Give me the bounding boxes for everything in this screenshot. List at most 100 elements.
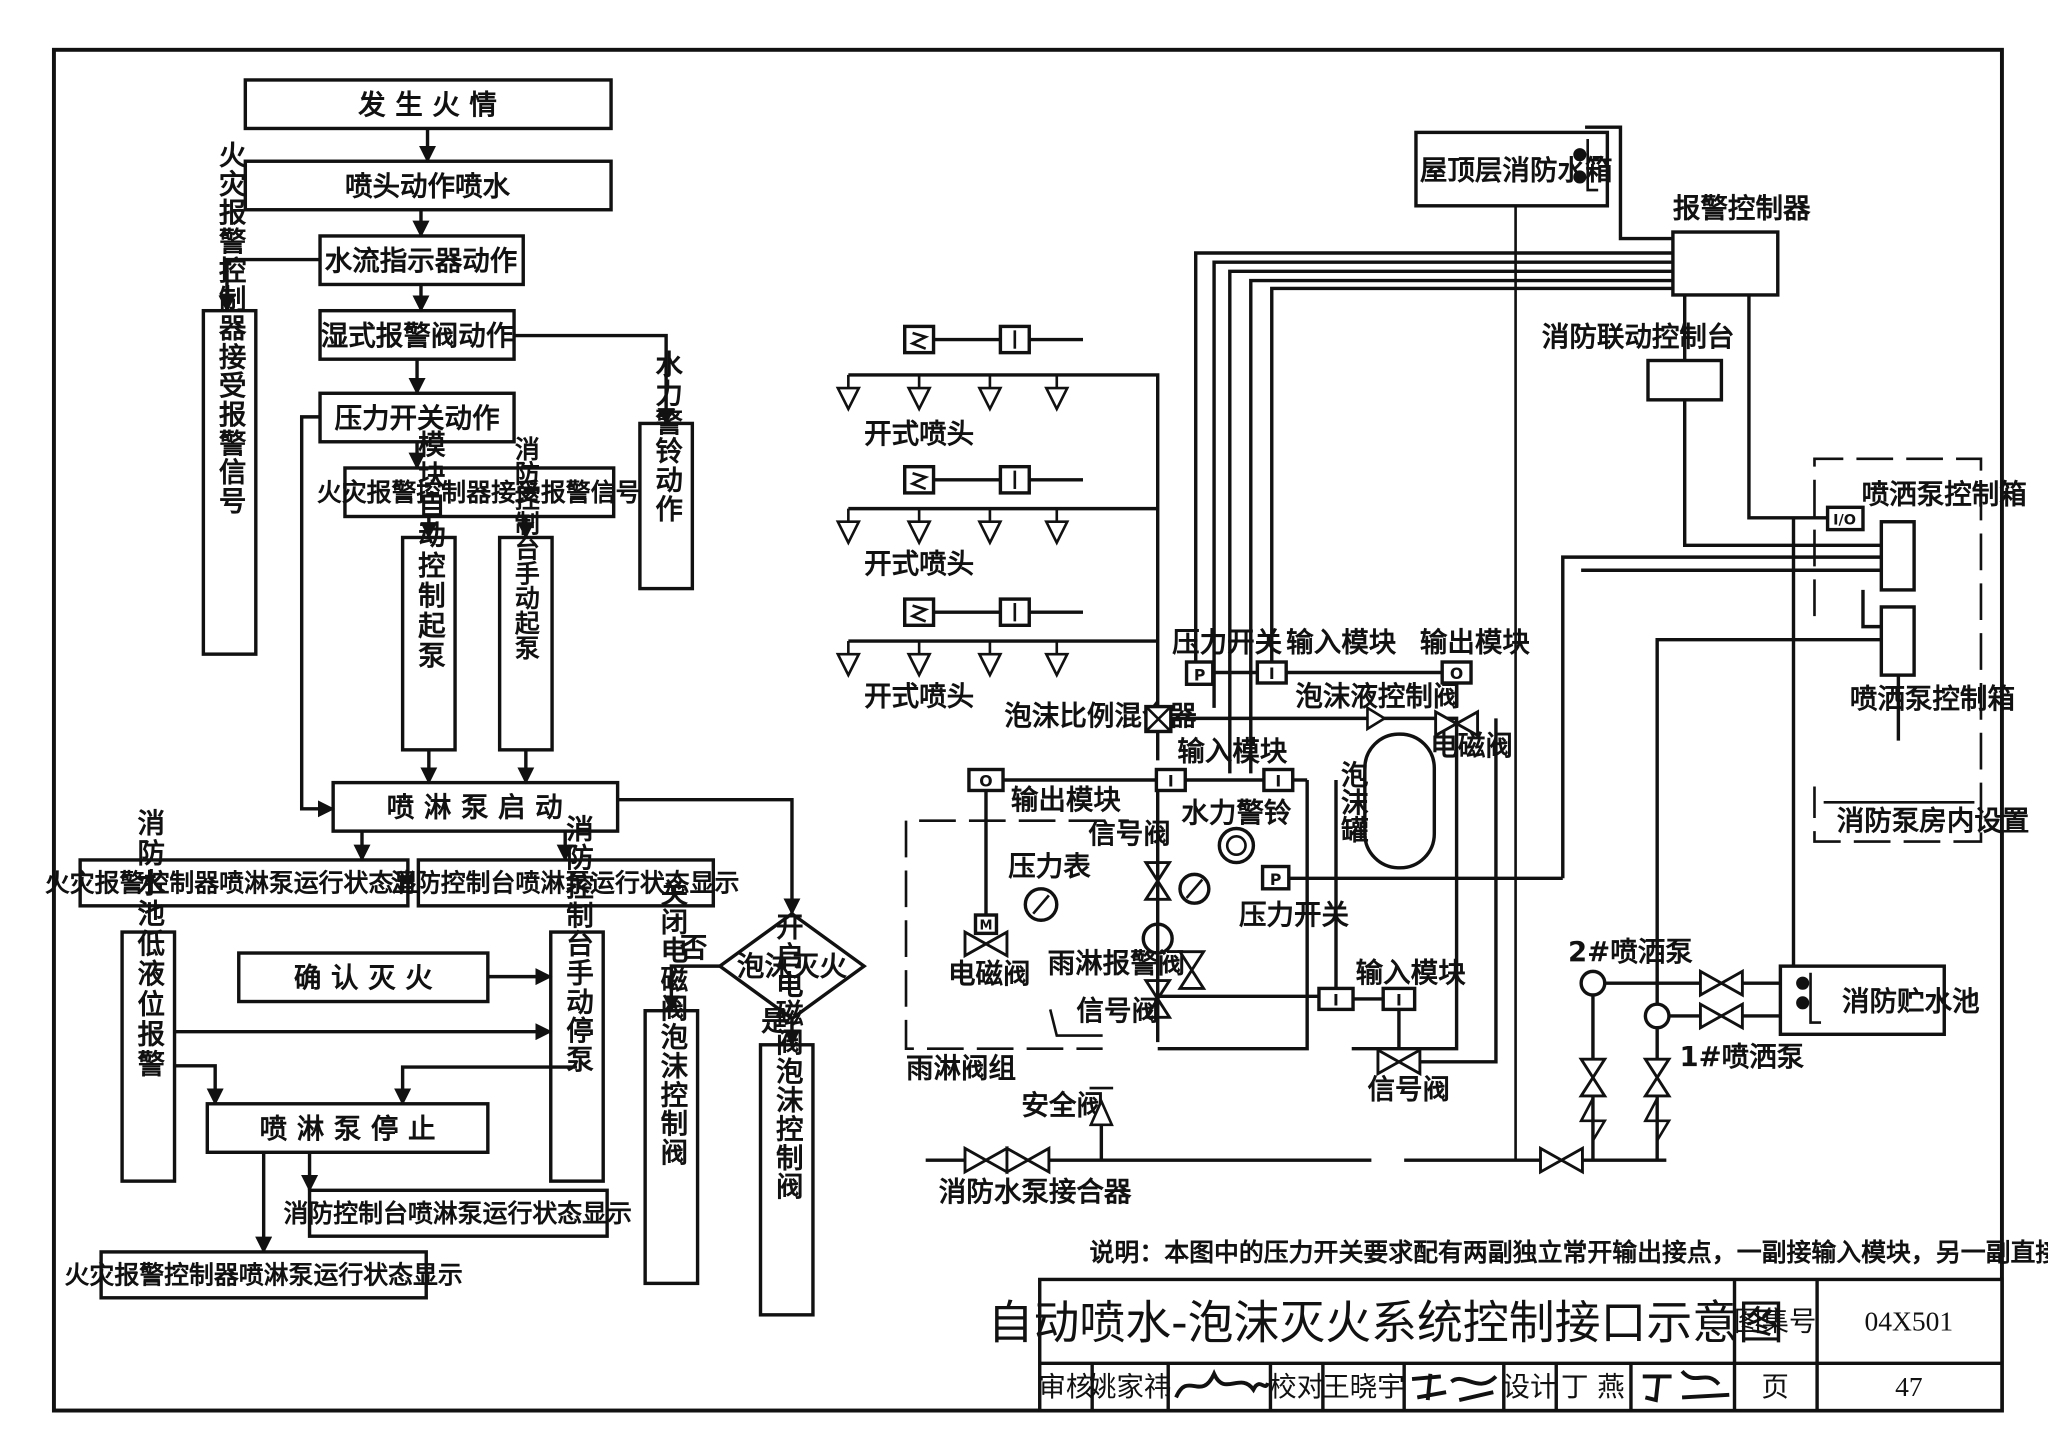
drawing-title: 自动喷水-泡沫灭火系统控制接口示意图: [988, 1295, 1784, 1349]
water-bell-action-box: [638, 421, 695, 591]
pump-connector-label: 消防水泵接合器: [939, 1176, 1132, 1208]
drawing-frame: [51, 47, 2004, 1413]
deluge-solenoid-valve: [963, 930, 1009, 958]
pressure-switch-mid: [1260, 864, 1291, 891]
design-name: 丁 燕: [1561, 1371, 1625, 1403]
module-auto-start-label: 模块自动控制起泵: [413, 430, 446, 671]
pool-low-level-label: 消防水池低液位报警: [132, 808, 166, 1079]
alarm-controller-box: [1671, 230, 1780, 297]
left-alarm-signal-box: [201, 308, 258, 656]
check-label: 校对: [1269, 1371, 1324, 1403]
foam-tank: [1363, 732, 1437, 870]
pressure-switch-action-label: 压力开关动作: [334, 402, 499, 434]
control-flowchart: 发 生 火 情 喷头动作喷水 水流指示器动作 湿式报警阀动作 压力开关动作 火灾…: [45, 78, 867, 1317]
pool-level-icon: [1796, 972, 1822, 1024]
pump-box-1: [1879, 520, 1916, 592]
signal-valve-output-label: 信号阀: [1367, 1074, 1450, 1106]
input-module-low-label: 输入模块: [1356, 957, 1467, 989]
input-module-mid-label: 输入模块: [1177, 735, 1288, 767]
sprinkler-spray-box: [243, 159, 613, 212]
linkage-console-box: [1646, 358, 1724, 402]
title-block-frame: [1038, 1277, 2004, 1413]
confirm-extinguish-box: [237, 951, 490, 1004]
solenoid-actuator-symbol: M: [979, 918, 992, 933]
open-solenoid-box: [758, 1043, 815, 1317]
pump-2-icon: [1579, 969, 1607, 997]
water-bell-icon: [1217, 826, 1256, 865]
signal-valve-output: [1376, 1048, 1422, 1076]
roof-tank-box: [1414, 130, 1610, 208]
pressure-switch-mid-symbol: P: [1270, 870, 1282, 889]
tank-level-icon: [1573, 138, 1601, 192]
review-signature: [1174, 1369, 1270, 1399]
pool-low-level-box: [120, 930, 177, 1183]
pump-box-2: [1879, 605, 1916, 677]
console-status-box: [416, 858, 716, 908]
check-signature: [1411, 1373, 1498, 1402]
console-status-2-label: 消防控制台喷淋泵运行状态显示: [283, 1199, 631, 1228]
input-module-mid-2-symbol: I: [1275, 772, 1281, 791]
left-alarm-signal-label: 火灾报警控制器接受报警信号: [214, 140, 248, 515]
open-solenoid-label: 开启电磁阀泡沫控制阀: [771, 912, 804, 1200]
page-number: 47: [1895, 1371, 1923, 1402]
output-module-top-label: 输出模块: [1420, 627, 1531, 659]
pump-room-label: 消防泵房内设置: [1837, 805, 2030, 837]
check-name: 王晓宇: [1322, 1371, 1405, 1403]
title-block: 自动喷水-泡沫灭火系统控制接口示意图 图集号 04X501 审核 姚家祎 校对 …: [988, 1277, 2004, 1413]
close-solenoid-box: [643, 1009, 700, 1286]
pump-1-label: 1#喷洒泵: [1679, 1041, 1804, 1073]
pressure-switch-top-symbol: P: [1194, 665, 1206, 684]
page-label: 页: [1761, 1371, 1789, 1403]
close-solenoid-label: 关闭电磁阀泡沫控制阀: [655, 878, 688, 1166]
confirm-extinguish-label: 确 认 灭 火: [294, 962, 433, 994]
input-module-mid-1-symbol: I: [1168, 772, 1174, 791]
open-head-label-2: 开式喷头: [864, 548, 974, 580]
sprinkler-branch-2: 开式喷头: [836, 464, 1158, 580]
console-status-2-box: [307, 1188, 609, 1238]
deluge-solenoid-label: 电磁阀: [948, 958, 1031, 990]
output-module-mid-label: 输出模块: [1011, 784, 1122, 816]
decision-no-label: 否: [680, 932, 708, 964]
pump-2-label: 2#喷洒泵: [1568, 936, 1693, 968]
pump-box-2-label: 喷洒泵控制箱: [1850, 683, 2015, 715]
console-manual-start-label: 消防控制台手动起泵: [511, 436, 540, 661]
deluge-alarm-valve-label: 雨淋报警阀: [1048, 948, 1186, 980]
pump-start-label: 喷 淋 泵 启 动: [387, 792, 563, 824]
alarm-status-box: [78, 858, 410, 908]
water-flow-indicator-label: 水流指示器动作: [325, 245, 518, 277]
pump-1-icon: [1643, 1002, 1671, 1030]
pump-stop-box: [205, 1102, 490, 1154]
alarm-receive-label: 火灾报警控制器接受报警信号: [317, 478, 641, 507]
note-text: 说明：本图中的压力开关要求配有两副独立常开输出接点，一副接输入模块，另一副直接至…: [1090, 1238, 2048, 1267]
sprinkler-branch-1: 开式喷头: [836, 324, 1160, 761]
design-signature: [1642, 1369, 1730, 1403]
pump-box-1-label: 喷洒泵控制箱: [1862, 478, 2027, 510]
foam-solenoid-label: 电磁阀: [1430, 730, 1513, 762]
alarm-controller-label: 报警控制器: [1673, 193, 1811, 225]
pump-stop-label: 喷 淋 泵 停 止: [260, 1113, 436, 1145]
pressure-switch-mid-label: 压力开关: [1239, 899, 1350, 931]
input-module-low-1-symbol: I: [1333, 990, 1339, 1009]
fire-occurs-box: [243, 78, 613, 131]
storage-pool-label: 消防贮水池: [1842, 986, 1980, 1018]
pressure-gauge-label: 压力表: [1008, 851, 1091, 883]
alarm-status-2-label: 火灾报警控制器喷淋泵运行状态显示: [65, 1260, 463, 1289]
open-head-label-3: 开式喷头: [864, 680, 974, 712]
review-name: 姚家祎: [1089, 1371, 1172, 1403]
input-module-low-2-symbol: I: [1396, 990, 1402, 1009]
foam-liquid-valve-label: 泡沫液控制阀: [1295, 680, 1460, 712]
output-module-top-symbol: O: [1450, 664, 1463, 683]
linkage-console-label: 消防联动控制台: [1542, 321, 1735, 353]
console-manual-stop-box: [549, 930, 605, 1183]
atlas-number: 04X501: [1865, 1306, 1954, 1337]
alarm-status-label: 火灾报警控制器喷淋泵运行状态显示: [45, 868, 443, 897]
console-status-label: 消防控制台喷淋泵运行状态显示: [391, 868, 739, 897]
pump-start-box: [331, 780, 620, 833]
input-module-top-symbol: I: [1269, 664, 1275, 683]
sprinkler-spray-label: 喷头动作喷水: [345, 170, 511, 202]
open-head-label-1: 开式喷头: [864, 418, 974, 450]
solenoid-actuator-icon: [973, 913, 999, 936]
fire-occurs-label: 发 生 火 情: [357, 89, 497, 121]
input-module-top-label: 输入模块: [1286, 627, 1397, 659]
review-label: 审核: [1038, 1371, 1093, 1403]
